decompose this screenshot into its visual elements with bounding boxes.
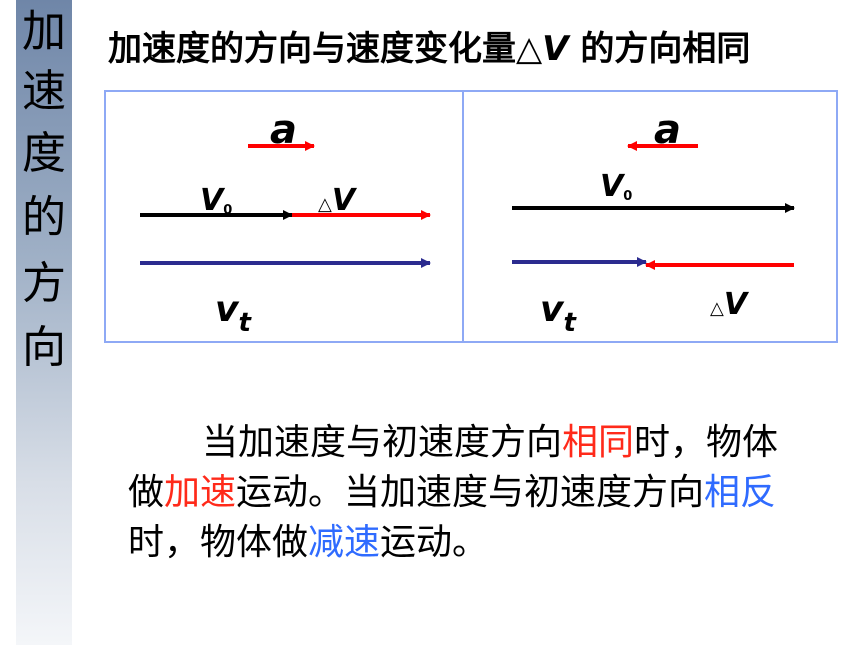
para-seg-5: 运动。当加速度与初速度方向 xyxy=(236,472,705,513)
left-vt-label: vt xyxy=(215,289,251,337)
left-vt-letter: v xyxy=(215,289,239,330)
left-dv-delta: △ xyxy=(318,194,332,215)
sidebar-char: 方 xyxy=(22,258,66,309)
para-highlight-decelerate: 减速 xyxy=(308,522,381,563)
right-v0-sub: 0 xyxy=(623,189,633,204)
left-v0-letter: V xyxy=(200,183,224,218)
left-dv-letter: V xyxy=(331,183,356,218)
sidebar-band xyxy=(16,0,72,645)
title-delta: △ xyxy=(516,29,543,69)
para-seg-7: 时，物体做 xyxy=(128,522,309,563)
explanation-paragraph: 当加速度与初速度方向相同时，物体做加速运动。当加速度与初速度方向相反时，物体做减… xyxy=(128,418,798,568)
para-highlight-same: 相同 xyxy=(562,422,635,463)
title-text-2: 的方向相同 xyxy=(568,29,751,69)
sidebar-char: 加 xyxy=(22,6,66,57)
left-vt-sub: t xyxy=(238,308,251,338)
left-dv-label: △V xyxy=(318,186,355,216)
right-dv-label: △V xyxy=(710,290,747,320)
para-seg-3: 时，物体做 xyxy=(128,422,779,513)
right-vt-label: vt xyxy=(540,289,576,337)
right-dv-letter: V xyxy=(723,287,748,322)
title-text-1: 加速度的方向与速度变化量 xyxy=(108,29,516,69)
para-highlight-accelerate: 加速 xyxy=(164,472,237,513)
left-v0-label: V0 xyxy=(200,183,233,218)
slide-title: 加速度的方向与速度变化量△V 的方向相同 xyxy=(108,28,828,71)
para-seg-1: 当加速度与初速度方向 xyxy=(202,422,563,463)
para-seg-9: 运动。 xyxy=(380,522,489,563)
right-dv-delta: △ xyxy=(710,298,724,319)
sidebar-char: 速 xyxy=(22,66,66,117)
left-a-label: a xyxy=(270,107,297,153)
right-vt-sub: t xyxy=(563,308,576,338)
vector-diagram-frame xyxy=(104,90,838,343)
right-v0-letter: V xyxy=(600,169,624,204)
right-vt-letter: v xyxy=(540,289,564,330)
right-v0-label: V0 xyxy=(600,169,633,204)
sidebar-char: 向 xyxy=(22,322,66,373)
diagram-divider xyxy=(462,90,464,343)
sidebar-char: 度 xyxy=(22,128,66,179)
sidebar-char: 的 xyxy=(22,192,66,243)
left-v0-sub: 0 xyxy=(223,203,233,218)
para-highlight-opposite: 相反 xyxy=(704,472,777,513)
right-a-label: a xyxy=(654,107,681,153)
title-v: V xyxy=(542,29,569,69)
